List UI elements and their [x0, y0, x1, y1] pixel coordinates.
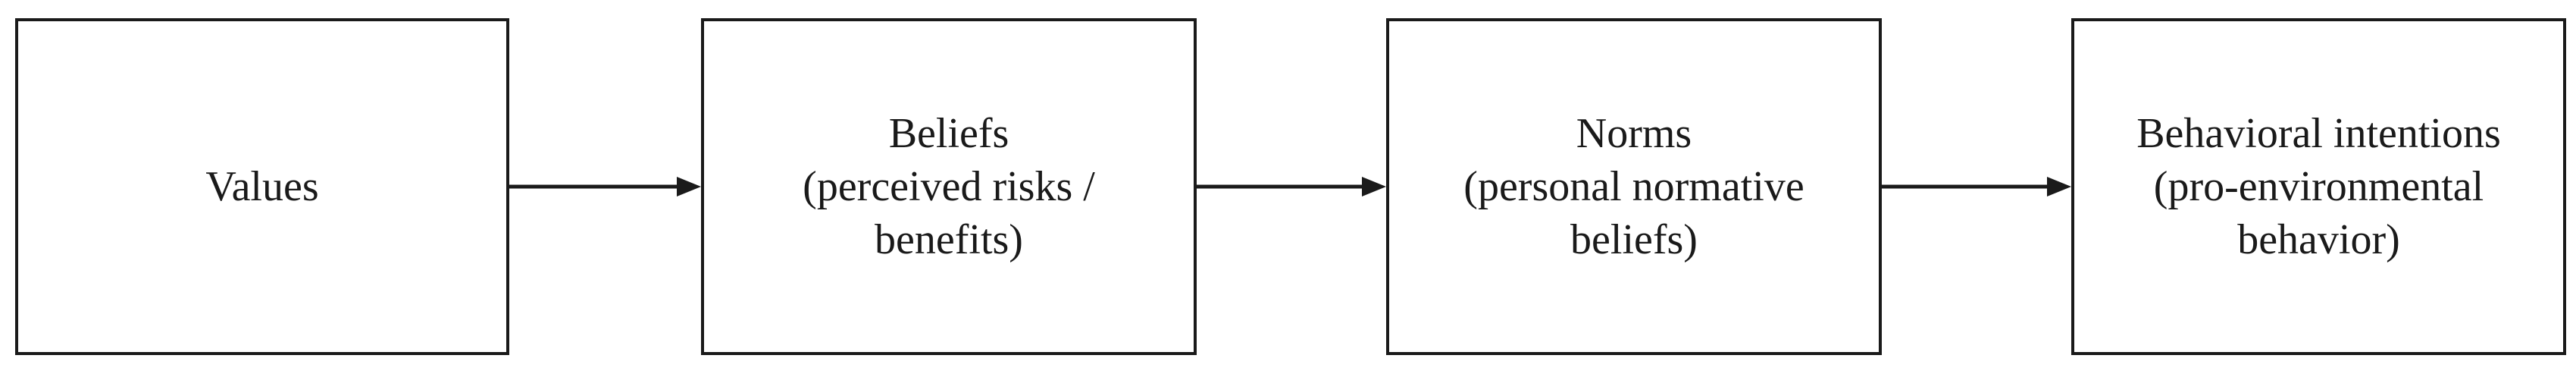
node-behavioral-intentions-line-3: behavior): [2237, 216, 2400, 263]
node-values: Values: [15, 18, 509, 355]
node-values-line-1: Values: [205, 163, 319, 210]
arrow-values-to-beliefs: [509, 177, 701, 197]
arrow-beliefs-to-norms: [1197, 177, 1386, 197]
node-behavioral-intentions: Behavioral intentions (pro-environmental…: [2071, 18, 2566, 355]
node-norms-line-1: Norms: [1576, 110, 1692, 157]
node-beliefs-line-1: Beliefs: [888, 110, 1009, 157]
node-norms-line-2: (personal normative: [1463, 163, 1804, 210]
node-beliefs-line-3: benefits): [875, 216, 1023, 263]
node-norms: Norms (personal normative beliefs): [1386, 18, 1882, 355]
arrow-norms-to-behavioral-intentions: [1882, 177, 2071, 197]
node-beliefs: Beliefs (perceived risks / benefits): [701, 18, 1197, 355]
node-norms-line-3: beliefs): [1570, 216, 1698, 263]
node-beliefs-line-2: (perceived risks /: [803, 163, 1095, 210]
node-behavioral-intentions-line-2: (pro-environmental: [2153, 163, 2484, 210]
node-behavioral-intentions-line-1: Behavioral intentions: [2136, 110, 2501, 157]
